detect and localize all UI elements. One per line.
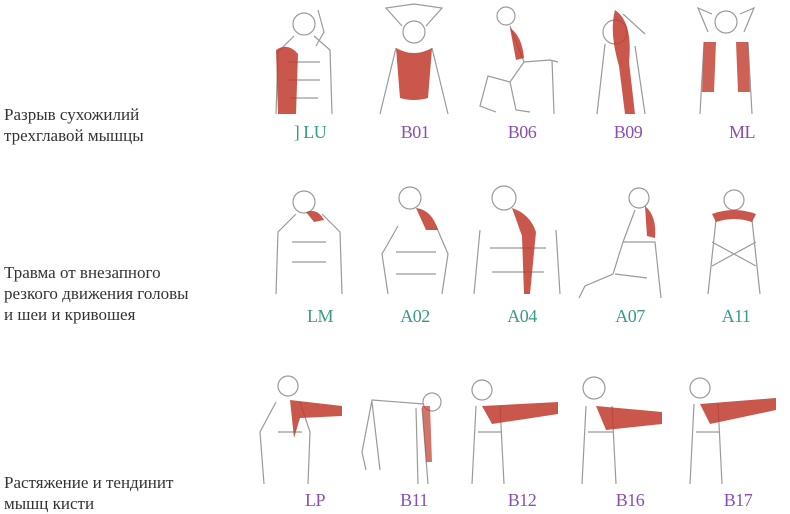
exercise-code-1-2: B01 (400, 122, 430, 142)
exercise-code-2-5: A11 (721, 306, 751, 326)
exercise-code-3-2: B11 (400, 490, 428, 510)
exercise-code-1-3: B06 (507, 122, 537, 142)
exercise-code-1-5: ML (729, 122, 756, 142)
exercise-figure-2-1 (262, 182, 358, 300)
row-label-neck: Травма от внезапного резкого движения го… (4, 263, 189, 324)
row-label-hand: Растяжение и тендинит мышц кисти (4, 473, 174, 513)
exercise-figure-3-5 (680, 372, 776, 490)
exercise-figure-2-5 (686, 182, 782, 300)
row-label-triceps: Разрыв сухожилий трехглавой мышцы (4, 105, 144, 145)
exercise-code-1-4: B09 (613, 122, 643, 142)
exercise-figure-3-3 (462, 372, 558, 490)
exercise-figure-2-2 (366, 182, 462, 300)
exercise-code-1-1: ] LU (293, 122, 327, 142)
exercise-code-2-3: A04 (507, 306, 537, 326)
exercise-figure-1-5 (676, 2, 772, 120)
exercise-code-2-2: A02 (400, 306, 430, 326)
exercise-figure-1-3 (470, 2, 566, 120)
exercise-code-2-1: LM (307, 306, 334, 326)
exercise-code-3-1: LP (304, 490, 326, 510)
exercise-figure-3-4 (572, 372, 668, 490)
exercise-figure-3-1 (250, 372, 346, 490)
exercise-figure-2-3 (470, 182, 566, 300)
exercise-figure-1-1 (258, 2, 354, 120)
exercise-figure-1-4 (575, 2, 671, 120)
exercise-code-3-4: B16 (615, 490, 645, 510)
exercise-figure-2-4 (575, 182, 671, 300)
exercise-code-2-4: A07 (615, 306, 645, 326)
exercise-code-3-5: B17 (723, 490, 753, 510)
exercise-figure-1-2 (366, 2, 462, 120)
exercise-figure-3-2 (352, 372, 448, 490)
exercise-code-3-3: B12 (507, 490, 537, 510)
